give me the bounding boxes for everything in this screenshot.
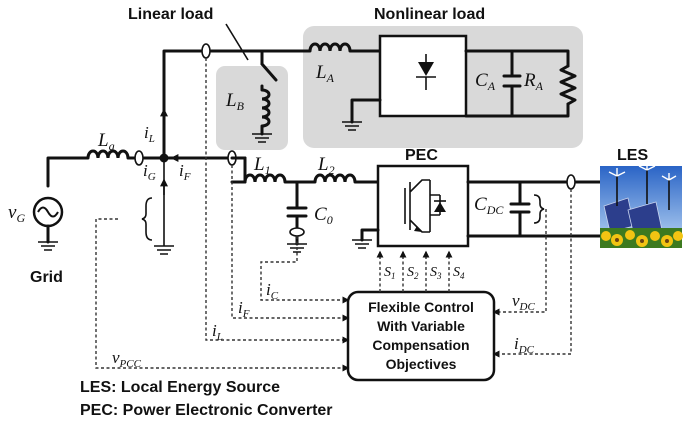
ra-symbol: RA: [523, 70, 544, 93]
vg-symbol: vG: [8, 202, 25, 225]
nonlinear-load-circuit: [308, 34, 577, 131]
if-top-symbol: iF: [179, 161, 191, 183]
s4-symbol: S4: [453, 265, 465, 281]
s2-symbol: S2: [407, 265, 419, 281]
vdc-symbol: vDC: [512, 291, 535, 313]
linear-load-pointer: [225, 23, 249, 61]
c0-symbol: C0: [314, 204, 333, 227]
pcc-to-filter: [230, 156, 247, 184]
control-block: [346, 290, 496, 382]
if-symbol: iF: [238, 298, 250, 320]
switching-signal-arrows: [376, 250, 453, 292]
grid-label: Grid: [30, 269, 63, 286]
linear-load-label: Linear load: [128, 6, 213, 23]
pec-converter: [352, 164, 470, 249]
legend-pec: PEC: Power Electronic Converter: [80, 402, 333, 419]
lg-inductor: [86, 149, 130, 159]
la-symbol: LA: [315, 62, 335, 85]
measurement-lines: [95, 58, 572, 372]
linear-load-lb: [252, 49, 278, 143]
control-text-3: Compensation: [372, 337, 469, 353]
l2-coil: [313, 173, 357, 183]
pec-label: PEC: [405, 147, 438, 164]
nonlinear-load-label: Nonlinear load: [374, 6, 485, 23]
l1-symbol: L1: [253, 154, 271, 177]
control-text-1: Flexible Control: [368, 299, 474, 315]
vpcc-symbol: vPCC: [112, 348, 142, 370]
grid-source: [32, 156, 90, 251]
ig-symbol: iG: [143, 161, 156, 183]
il-top-symbol: iL: [144, 123, 155, 145]
linear-load-box: [216, 66, 288, 150]
pcc-voltage-sensor: [141, 162, 174, 255]
ic-symbol: iC: [266, 280, 279, 302]
ca-symbol: CA: [475, 70, 496, 93]
control-text-4: Objectives: [386, 356, 457, 372]
cdc-symbol: CDC: [474, 194, 504, 217]
il-symbol: iL: [212, 321, 223, 343]
lg-symbol: Lg: [97, 130, 115, 153]
s1-symbol: S1: [384, 265, 396, 281]
legend-les: LES: Local Energy Source: [80, 379, 281, 396]
l1-coil: [243, 173, 287, 183]
dc-link: [466, 174, 602, 238]
idc-symbol: iDC: [514, 334, 535, 356]
les-label: LES: [617, 147, 648, 164]
l2-symbol: L2: [317, 154, 335, 177]
current-sensor-load: [201, 43, 211, 59]
lb-symbol: LB: [225, 90, 245, 113]
les-image: [600, 162, 683, 248]
s3-symbol: S3: [430, 265, 442, 281]
control-text-2: With Variable: [377, 318, 465, 334]
current-sensor-grid: [134, 150, 144, 166]
